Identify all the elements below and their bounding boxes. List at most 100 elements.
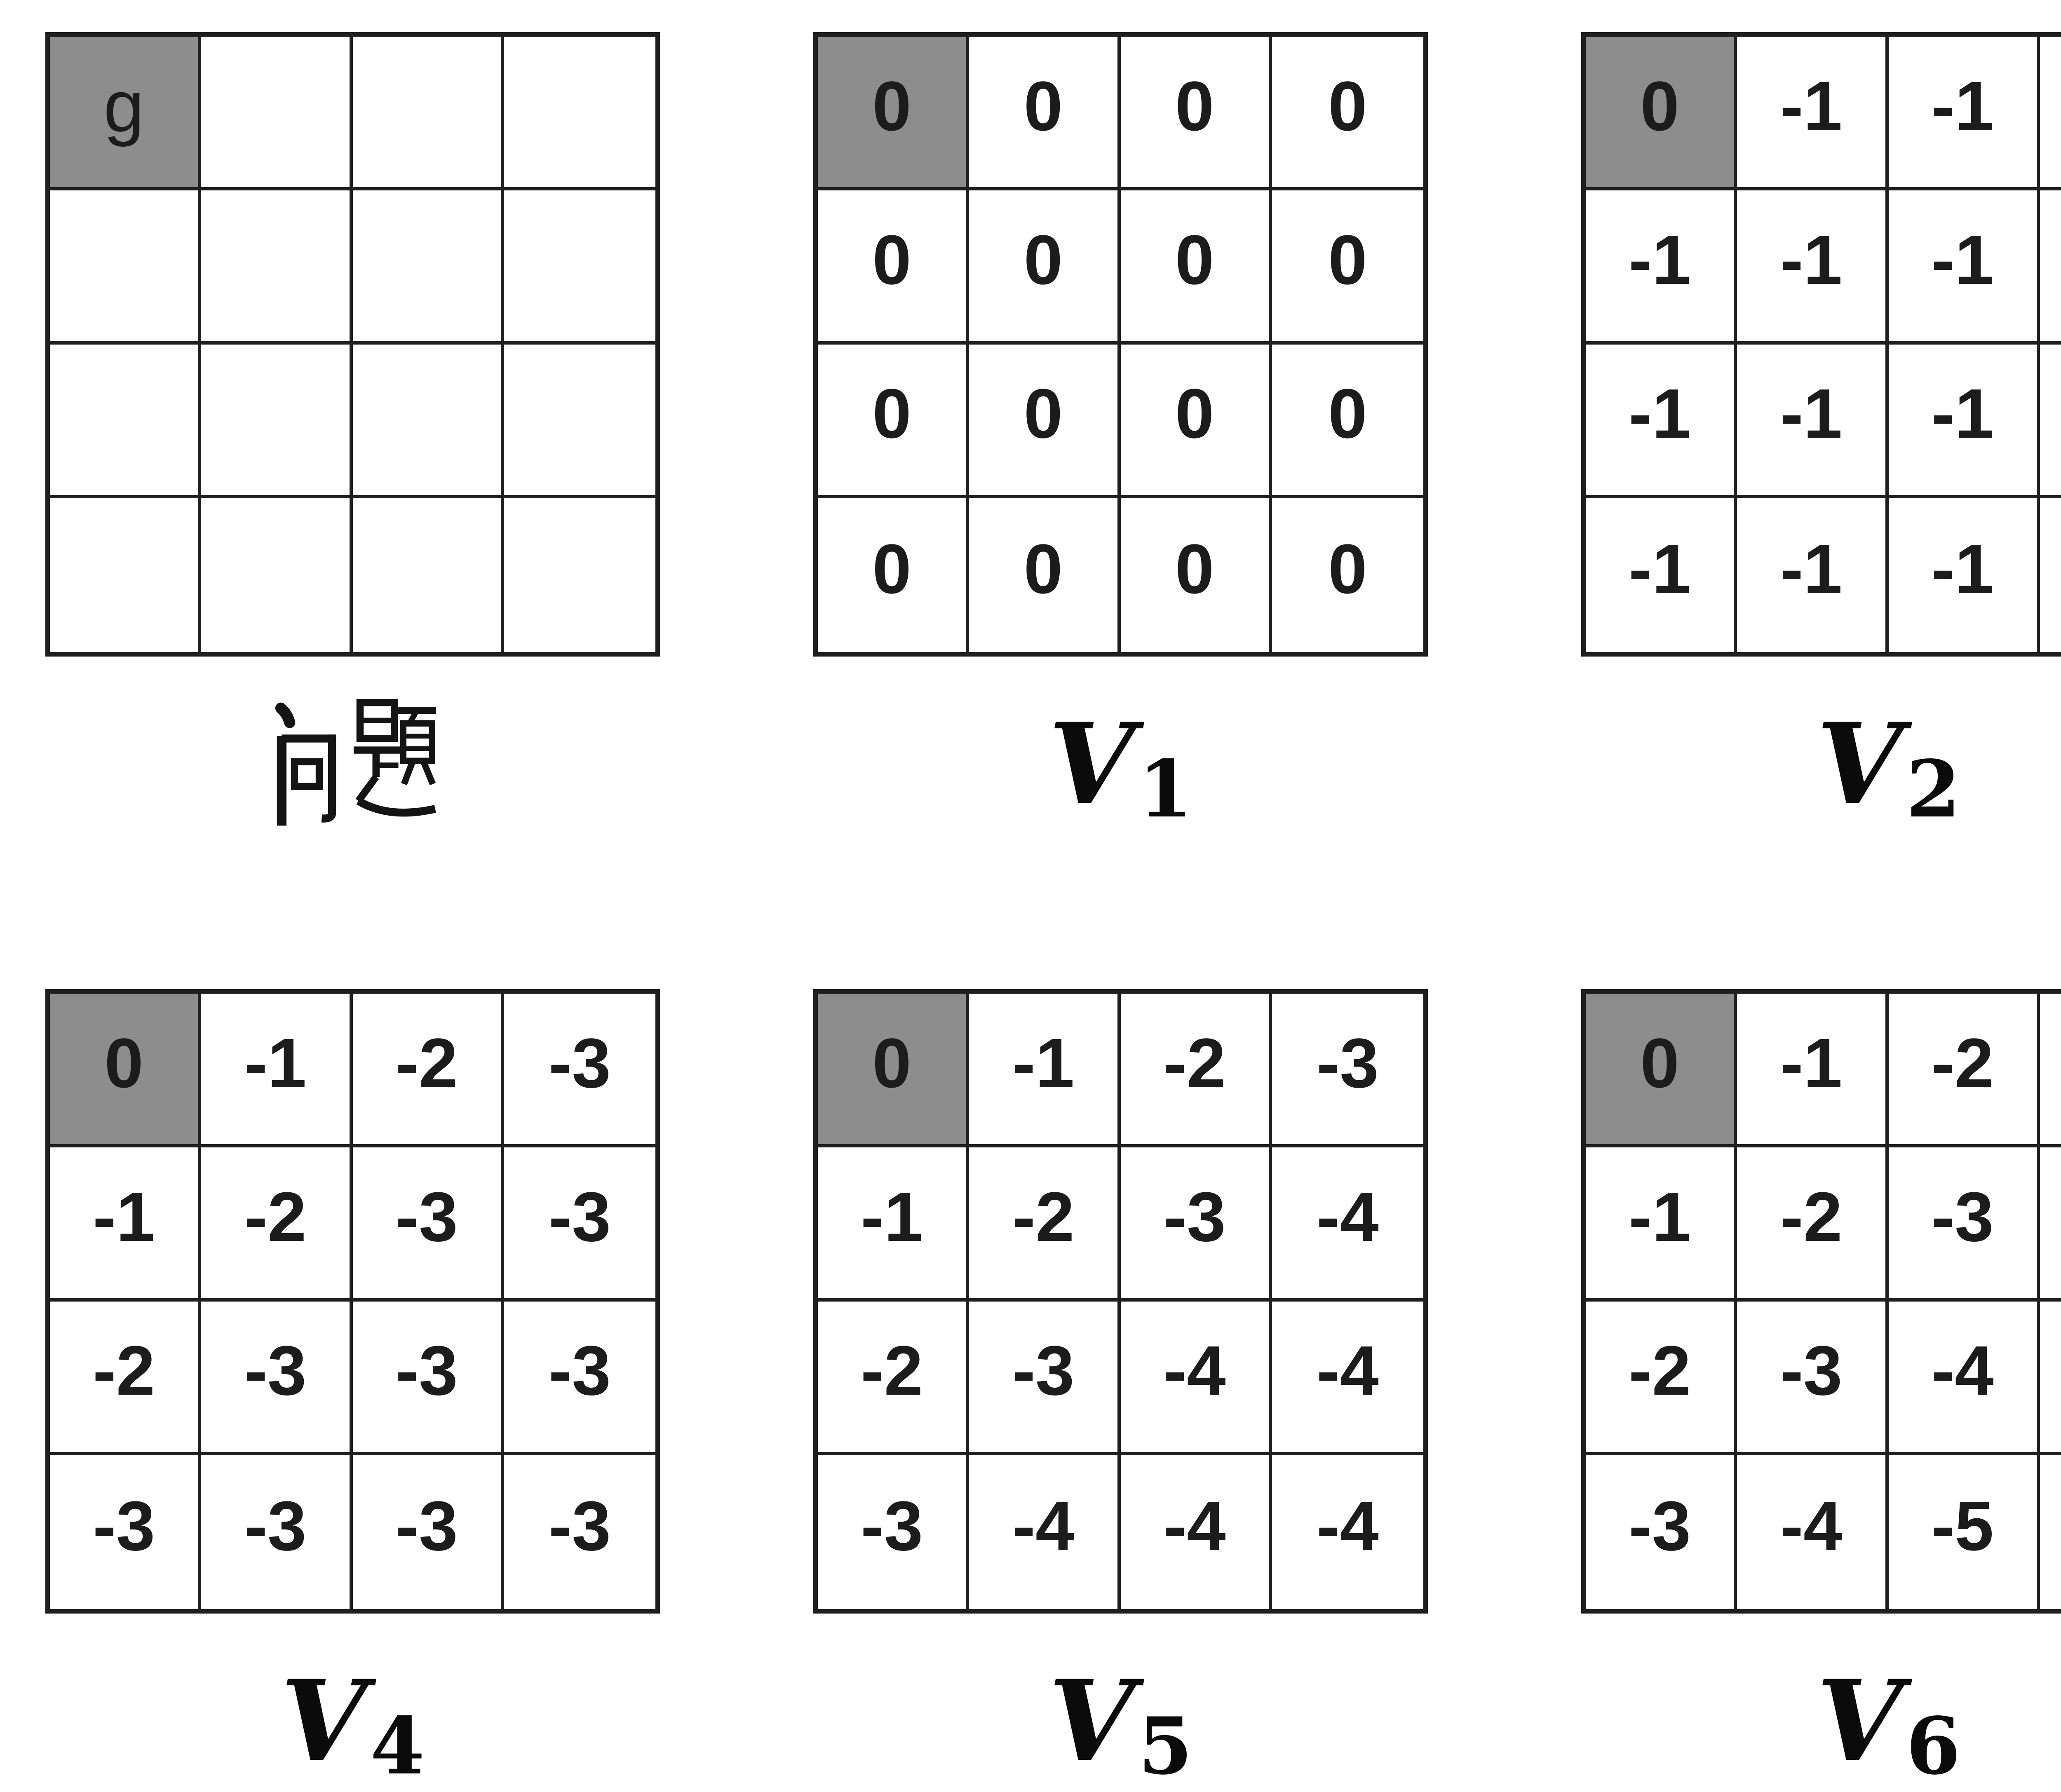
cell-value: -4 bbox=[1780, 1487, 1843, 1566]
caption-v2-base: V bbox=[1816, 698, 1903, 829]
cell-value: -5 bbox=[1931, 1487, 1994, 1566]
value-grid-v6: 0-1-2-3-1-2-3-4-2-3-4-5-3-4-5-5 bbox=[1581, 989, 2061, 1614]
grid-cell bbox=[352, 344, 504, 498]
grid-cell: -2 bbox=[50, 1301, 202, 1455]
grid-cell: -5 bbox=[2040, 1455, 2061, 1609]
caption-v4-base: V bbox=[280, 1655, 367, 1786]
grid-cell bbox=[50, 498, 202, 652]
cell-value: -1 bbox=[1780, 530, 1843, 609]
grid-cell: -1 bbox=[1737, 994, 1889, 1148]
grid-cell: 0 bbox=[818, 344, 969, 498]
cell-value: 0 bbox=[1175, 375, 1214, 453]
grid-cell: -2 bbox=[1888, 994, 2040, 1148]
cell-value: -1 bbox=[244, 1024, 307, 1102]
value-grid-v4: 0-1-2-3-1-2-3-3-2-3-3-3-3-3-3-3 bbox=[45, 989, 660, 1614]
cell-value: 0 bbox=[1175, 530, 1214, 609]
value-grid-v2: 0-1-1-1-1-1-1-1-1-1-1-1-1-1-1-1 bbox=[1581, 32, 2061, 657]
cell-value: -1 bbox=[1931, 67, 1994, 145]
cell-value: -3 bbox=[1012, 1332, 1075, 1410]
grid-cell: -2 bbox=[818, 1301, 969, 1455]
cell-value: -4 bbox=[1931, 1332, 1994, 1410]
grid-cell: -1 bbox=[2040, 190, 2061, 345]
cell-value: -2 bbox=[93, 1332, 155, 1410]
cell-value: -3 bbox=[1931, 1177, 1994, 1256]
grid-cell: -3 bbox=[969, 1301, 1121, 1455]
grid-cell: -3 bbox=[504, 1302, 655, 1455]
cell-value: -1 bbox=[1629, 1177, 1691, 1256]
grid-cell bbox=[201, 344, 353, 498]
cell-value: -3 bbox=[1316, 1024, 1379, 1102]
grid-cell: -1 bbox=[50, 1147, 202, 1302]
cell-value: -3 bbox=[1163, 1177, 1226, 1256]
cell-value: 0 bbox=[872, 67, 911, 145]
cell-value: -3 bbox=[861, 1487, 923, 1566]
caption-v1-subscript: 1 bbox=[1138, 743, 1193, 835]
cell-value: -1 bbox=[1780, 375, 1843, 453]
grid-cell: -4 bbox=[1272, 1302, 1423, 1455]
grid-cell: -3 bbox=[504, 994, 655, 1148]
grid-cell: 0 bbox=[818, 994, 969, 1148]
grid-cell: -1 bbox=[1737, 498, 1889, 652]
caption-v6-subscript: 6 bbox=[1906, 1700, 1961, 1792]
cell-value: 0 bbox=[104, 1024, 143, 1102]
cell-value: -3 bbox=[548, 1177, 611, 1256]
grid-cell: -3 bbox=[201, 1455, 353, 1609]
grid-cell: -4 bbox=[1272, 1147, 1423, 1302]
grid-cell: -1 bbox=[1888, 37, 2040, 191]
cell-value: -2 bbox=[1780, 1177, 1843, 1256]
grid-cell: 0 bbox=[1120, 37, 1272, 191]
cjk-problem-glyph bbox=[275, 699, 436, 826]
cell-value: -4 bbox=[1316, 1177, 1379, 1256]
grid-cell bbox=[50, 190, 202, 345]
grid-cell: 0 bbox=[818, 37, 969, 191]
grid-cell: -1 bbox=[1888, 190, 2040, 345]
grid-cell: 0 bbox=[969, 344, 1121, 498]
cell-value: 0 bbox=[1640, 1024, 1679, 1102]
grid-cell: -3 bbox=[504, 1147, 655, 1302]
grid-cell: -3 bbox=[1888, 1147, 2040, 1302]
grid-cell: -5 bbox=[1889, 1455, 2040, 1609]
grid-cell: -1 bbox=[818, 1147, 969, 1302]
grid-cell: -2 bbox=[969, 1147, 1121, 1302]
cell-value: -2 bbox=[244, 1177, 307, 1256]
value-grid-v5: 0-1-2-3-1-2-3-4-2-3-4-4-3-4-4-4 bbox=[813, 989, 1428, 1614]
grid-cell: -2 bbox=[1120, 994, 1272, 1148]
grid-cell: -4 bbox=[1121, 1455, 1272, 1609]
grid-cell bbox=[504, 498, 655, 652]
caption-v5-subscript: 5 bbox=[1138, 1700, 1193, 1792]
grid-cell bbox=[201, 37, 353, 191]
grid-cell bbox=[504, 37, 655, 191]
grid-cell: -3 bbox=[504, 1455, 655, 1609]
cell-value: -3 bbox=[548, 1332, 611, 1410]
cell-value: 0 bbox=[1328, 375, 1367, 453]
cell-value: -3 bbox=[1780, 1332, 1843, 1410]
grid-cell: -3 bbox=[1586, 1455, 1737, 1609]
grid-cell: 0 bbox=[1120, 190, 1272, 345]
cell-value: -4 bbox=[1316, 1332, 1379, 1410]
grid-cell: -3 bbox=[1120, 1147, 1272, 1302]
grid-cell: 0 bbox=[1272, 498, 1423, 652]
cell-value: -1 bbox=[1629, 220, 1691, 299]
grid-cell: -4 bbox=[1120, 1301, 1272, 1455]
grid-cell: -4 bbox=[1272, 1455, 1423, 1609]
cell-value: -1 bbox=[1780, 1024, 1843, 1102]
grid-cell: -2 bbox=[352, 994, 504, 1148]
grid-cell: -1 bbox=[1737, 190, 1889, 345]
grid-cell: 0 bbox=[818, 498, 969, 652]
grid-cell: -1 bbox=[1586, 344, 1737, 498]
cell-value: 0 bbox=[1023, 375, 1063, 453]
grid-cell: g bbox=[50, 37, 202, 191]
grid-cell: -3 bbox=[1737, 1301, 1889, 1455]
panel-v6: 0-1-2-3-1-2-3-4-2-3-4-5-3-4-5-5 V6 bbox=[1581, 989, 2061, 1786]
caption-v6-base: V bbox=[1816, 1655, 1903, 1786]
figure-row-top: g 问题 bbox=[45, 0, 2061, 829]
